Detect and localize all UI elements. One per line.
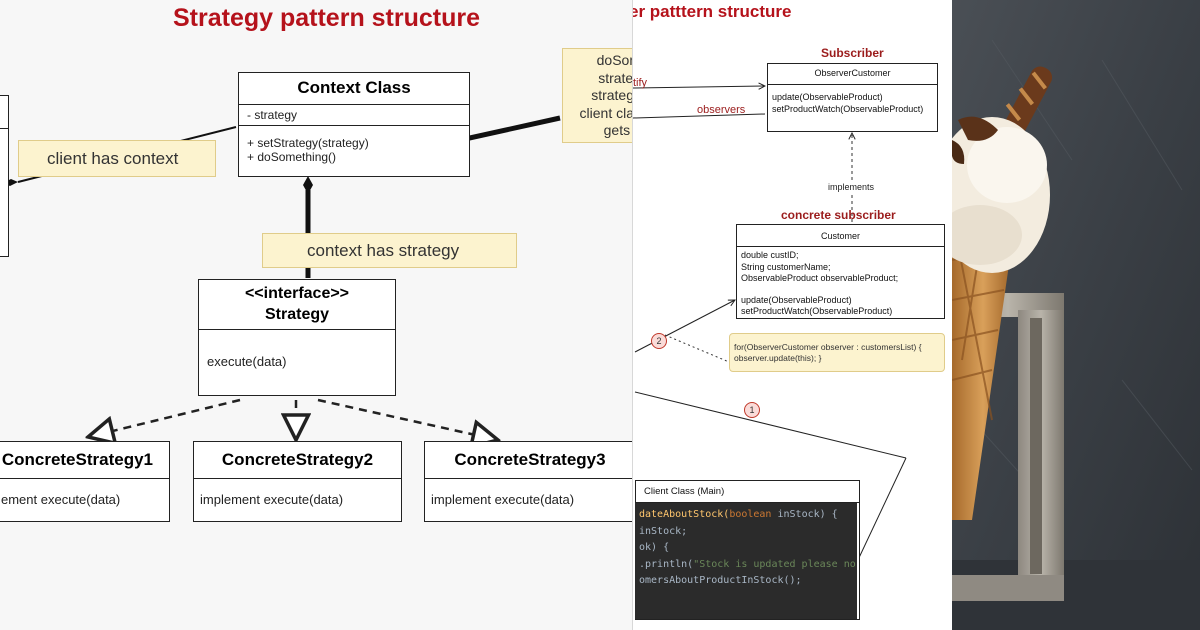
code-line: inStock; [639,525,688,537]
customer-method: update(ObservableProduct) [741,294,852,305]
page-title: Strategy pattern structure [173,4,481,32]
code-editor: dateAboutStock(boolean inStock) { inStoc… [635,503,857,619]
customer-arrow-line [634,300,735,353]
customer-box: Customer double custID; String customerN… [736,224,945,319]
concrete-strategy-method: implement execute(data) [431,492,575,507]
concrete-subscriber-label: concrete subscriber [781,208,896,222]
call-line-b [856,457,907,563]
observer-method: update(ObservableProduct) [772,92,883,102]
strategy-interface-box: <<interface>> Strategy execute(data) [198,279,396,396]
step-badge: 2 [651,333,667,349]
subscriber-label: Subscriber [821,46,884,60]
note-line: observer.update(this); } [734,353,822,363]
note-line: for(ObserverCustomer observer : customer… [734,342,922,352]
composition-diamond-icon [303,176,313,194]
call-line-a [634,391,907,459]
note-dotted-line [664,334,730,363]
context-class-name: Context Class [239,73,469,105]
context-method: + setStrategy(strategy) [247,136,369,150]
concrete-strategy-name: ConcreteStrategy2 [194,442,401,479]
context-class-box: Context Class - strategy + setStrategy(s… [238,72,470,177]
loop-note: for(ObserverCustomer observer : customer… [729,333,945,372]
note-line: strategy [591,87,632,103]
concrete-strategy-3-box: ConcreteStrategy3 implement execute(data… [424,441,632,522]
interface-name: Strategy [264,306,330,323]
observers-line [633,113,766,119]
note-line: strateg [598,69,632,86]
notify-line [633,86,765,88]
observers-label: observers [697,104,746,116]
context-field: - strategy [247,108,298,122]
concrete-strategy-1-box: ConcreteStrategy1 ement execute(data) [0,441,170,522]
code-token: "Stock is updated please no [693,558,856,570]
observer-customer-box: ObserverCustomer update(ObservableProduc… [767,63,938,132]
code-token: .println( [639,558,694,570]
observer-customer-name: ObserverCustomer [768,64,937,85]
notify-label: tify [633,77,648,89]
customer-field: String customerName; [741,261,831,272]
customer-name: Customer [737,225,944,247]
concrete-strategy-method: ement execute(data) [1,492,121,507]
concrete-strategy-method: implement execute(data) [200,492,344,507]
code-line: ok) { [639,542,670,553]
code-token: boolean [729,509,772,520]
concrete-strategy-name: ConcreteStrategy3 [425,442,632,479]
note-client-has-context: client has context [18,140,216,177]
observer-connectors [633,0,907,563]
realization-arrow-3 [317,398,498,440]
ice-cream-photo [952,0,1200,630]
client-main-box: Client Class (Main) dateAboutStock(boole… [635,480,860,620]
note-line: doSom [596,52,632,68]
concrete-strategy-2-box: ConcreteStrategy2 implement execute(data… [193,441,402,522]
context-method: + doSomething() [247,150,337,164]
client-class-box [0,95,9,257]
strategy-diagram-panel: Strategy pattern structure Context Class… [0,4,632,522]
step-badge: 1 [744,402,760,418]
customer-field: double custID; [741,250,799,260]
code-line: omersAboutProductInStock(); [639,575,802,586]
observer-method: setProductWatch(ObservableProduct) [772,104,924,114]
interface-method: execute(data) [207,354,287,369]
implements-label: implements [828,182,875,192]
code-token: dateAboutStock( [639,509,730,520]
code-token: inStock) { [771,509,838,520]
interface-stereotype: <<interface>> [244,285,350,302]
customer-field: ObservableProduct observableProduct; [741,273,899,283]
client-main-title: Client Class (Main) [636,481,859,503]
note-dosomething: doSom strateg strategy client clas gets … [562,48,632,143]
customer-method: setProductWatch(ObservableProduct) [741,306,893,316]
note-line: gets c [603,122,632,138]
ice-cream-cone-photo [952,0,1200,630]
note-line: client clas [579,104,632,121]
note-context-has-strategy: context has strategy [262,233,517,268]
concrete-strategy-name: ConcreteStrategy1 [0,442,169,479]
observer-title: er patttern structure [632,2,792,21]
observer-diagram-panel: er patttern structure Subscriber Observe… [632,0,953,630]
realization-arrow-1 [88,398,241,437]
